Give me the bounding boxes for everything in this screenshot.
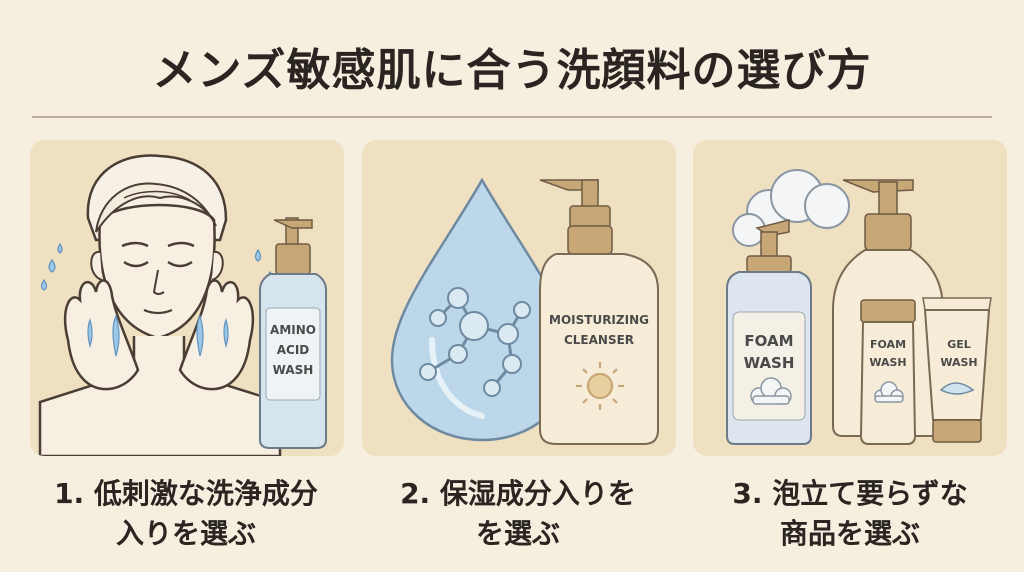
title-divider — [32, 116, 992, 118]
water-drop-molecule-illustration — [390, 177, 659, 445]
panel-amino-acid-wash: AMINO ACID WASH — [30, 140, 344, 456]
bottle-label-line: WASH — [743, 354, 795, 372]
bottle-label-line: ACID — [276, 343, 310, 357]
caption-step-1: 1. 低刺激な洗浄成分 入りを選ぶ — [16, 474, 356, 554]
bottle-label-line: WASH — [869, 356, 907, 369]
bottle-label-line: MOISTURIZING — [549, 313, 649, 327]
caption-line: 2. 保湿成分入りを — [400, 477, 636, 510]
caption-line: 商品を選ぶ — [779, 517, 920, 550]
bottle-label-line: WASH — [940, 356, 978, 369]
foam-bottles-illustration — [726, 169, 992, 445]
bottle-label-line: FOAM — [869, 338, 907, 351]
bottle-label-line: CLEANSER — [563, 333, 635, 347]
man-washing-face-illustration — [38, 154, 327, 456]
panel-foam-gel-wash: FOAM WASH FOAM WASH GEL WASH — [693, 140, 1007, 456]
page-title: メンズ敏感肌に合う洗顔料の選び方 — [152, 45, 872, 96]
caption-line: を選ぶ — [475, 517, 560, 550]
caption-step-2: 2. 保湿成分入りを を選ぶ — [348, 474, 688, 554]
caption-line: 入りを選ぶ — [115, 517, 256, 550]
caption-line: 3. 泡立て要らずな — [732, 477, 968, 510]
panel-moisturizing-cleanser: MOISTURIZING CLEANSER — [362, 140, 676, 456]
bottle-label-line: AMINO — [270, 323, 316, 337]
bottle-label-line: WASH — [272, 363, 314, 377]
caption-step-3: 3. 泡立て要らずな 商品を選ぶ — [680, 474, 1020, 554]
bottle-label-line: FOAM — [744, 332, 794, 350]
bottle-label-line: GEL — [947, 338, 971, 351]
caption-line: 1. 低刺激な洗浄成分 — [54, 477, 318, 510]
sun-icon — [576, 362, 624, 410]
